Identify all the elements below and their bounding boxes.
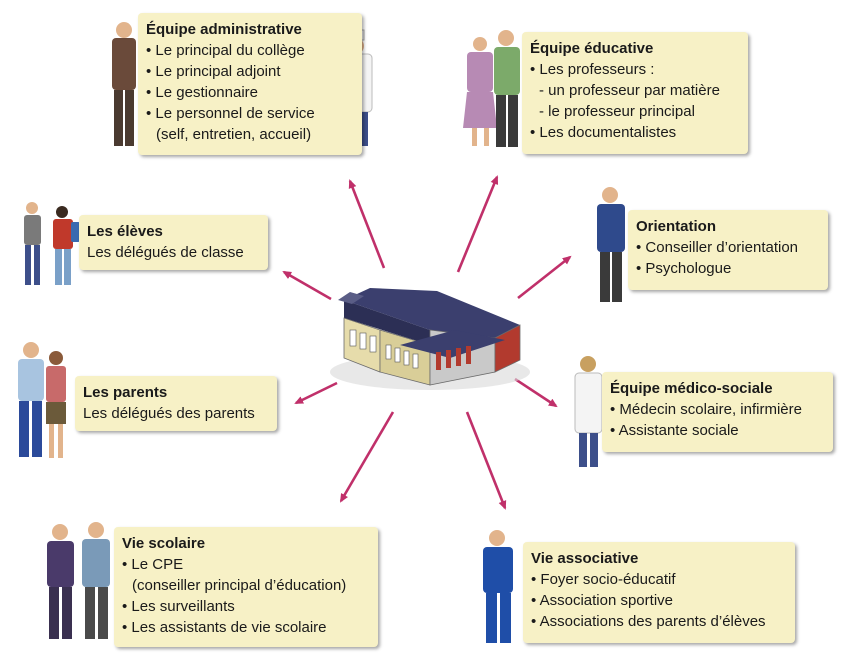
list-item: Les documentalistes [530, 122, 740, 143]
box-equipe-educative: Équipe éducative Les professeurs : - un … [522, 32, 748, 154]
list-item: Assistante sociale [610, 420, 825, 441]
list-subitem: - un professeur par matière [539, 82, 720, 99]
cpe-figure-icon [47, 524, 74, 639]
students-figure-icon [24, 202, 80, 285]
arrow-to-equipe-administrative [348, 179, 386, 269]
box-title: Équipe médico-sociale [610, 380, 773, 397]
box-vie-scolaire: Vie scolaire Le CPE (conseiller principa… [114, 527, 378, 647]
box-title: Vie associative [531, 550, 639, 567]
doctor-figure-icon [574, 356, 603, 467]
arrow-to-eleves [282, 270, 332, 301]
box-text: Les délégués de classe [87, 244, 244, 261]
list-item: Psychologue [636, 258, 820, 279]
arrow-to-orientation [517, 255, 572, 300]
box-title: Équipe éducative [530, 40, 654, 57]
list-item: Les surveillants [122, 596, 370, 617]
box-orientation: Orientation Conseiller d’orientation Psy… [628, 210, 828, 290]
supervisor-figure-icon [82, 522, 110, 639]
arrow-to-vie-associative [465, 411, 507, 510]
list-item-continuation: (self, entretien, accueil) [156, 126, 312, 143]
list-item: Associations des parents d’élèves [531, 611, 787, 632]
list-item: Le principal adjoint [146, 61, 354, 82]
arrow-to-equipe-educative [456, 175, 499, 273]
box-les-parents: Les parents Les délégués des parents [75, 376, 277, 431]
arrow-to-parents [294, 381, 338, 405]
list-item: Médecin scolaire, infirmière [610, 399, 825, 420]
principal-figure-icon [112, 22, 136, 146]
arrow-to-vie-scolaire [339, 411, 395, 503]
school-building-icon [330, 288, 530, 390]
arrow-to-medico-sociale [514, 377, 558, 408]
box-vie-associative: Vie associative Foyer socio-éducatif Ass… [523, 542, 795, 643]
teachers-figure-icon [463, 30, 520, 147]
list-item: Les professeurs : [530, 59, 740, 80]
box-text: Les délégués des parents [83, 405, 255, 422]
list-item-continuation: (conseiller principal d’éducation) [132, 577, 347, 594]
list-item: Conseiller d’orientation [636, 237, 820, 258]
list-item: Les assistants de vie scolaire [122, 617, 370, 638]
list-item: Association sportive [531, 590, 787, 611]
list-item: Foyer socio-éducatif [531, 569, 787, 590]
list-item: Le gestionnaire [146, 82, 354, 103]
box-les-eleves: Les élèves Les délégués de classe [79, 215, 268, 270]
box-title: Vie scolaire [122, 535, 206, 552]
box-title: Équipe administrative [146, 21, 302, 38]
list-item: Le principal du collège [146, 40, 354, 61]
box-equipe-administrative: Équipe administrative Le principal du co… [138, 13, 362, 155]
box-title: Les parents [83, 384, 168, 401]
athlete-figure-icon [483, 530, 513, 643]
box-title: Les élèves [87, 223, 163, 240]
parents-figure-icon [18, 342, 66, 458]
list-item: Le CPE [122, 554, 370, 575]
box-title: Orientation [636, 218, 717, 235]
list-subitem: - le professeur principal [539, 103, 695, 120]
counselor-figure-icon [597, 187, 625, 302]
list-item: Le personnel de service [146, 103, 354, 124]
box-equipe-medico-sociale: Équipe médico-sociale Médecin scolaire, … [602, 372, 833, 452]
